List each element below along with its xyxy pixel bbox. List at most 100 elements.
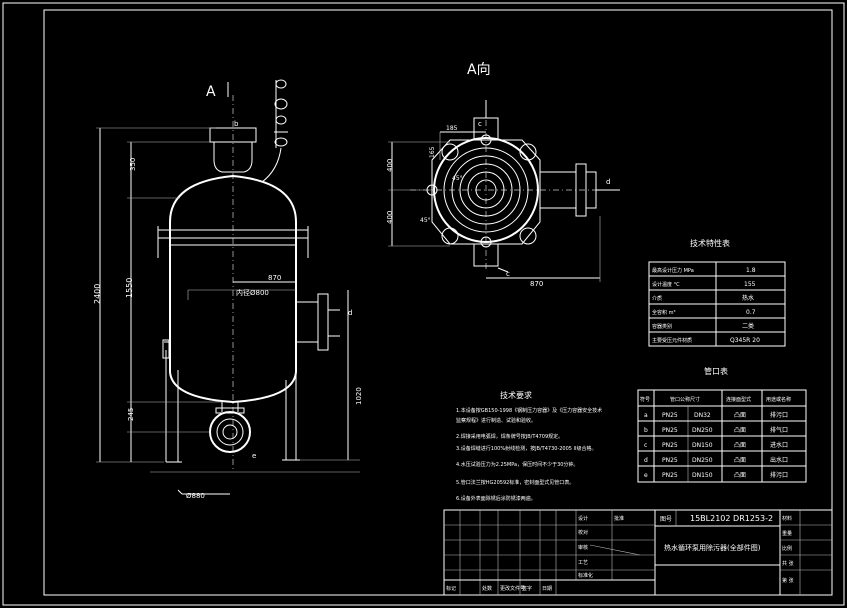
design-row-label: 容器类别 [652,323,672,330]
nozzle-mark-d: d [348,309,352,317]
section-label: A [206,84,216,100]
plan-dim-width: 870 [530,280,543,288]
vessel-side-view [96,79,360,495]
direction-label: A向 [467,62,491,78]
dim-total-height: 2400 [93,284,102,304]
revision-cell: 处数 [482,585,492,592]
nozzle-row: a PN25 DN32 凸面 排污口 [644,411,788,419]
nozzle-header: 连接面型式 [726,396,751,403]
drawing-no-label: 图号 [660,516,672,523]
dim-inner-diameter: 内径Ø800 [236,288,269,297]
design-row-label: 介质 [652,295,662,302]
nozzle-header: 用途或名称 [766,396,791,403]
design-row-value: 二类 [742,322,754,330]
signoff-cell: 审核 [578,544,588,551]
nozzle-table [637,389,807,483]
nozzle-row: c PN25 DN150 凸面 进水口 [644,441,788,449]
nozzle-cell: d [644,457,648,464]
plan-view [388,100,620,282]
info-cell: 材料 [782,515,792,522]
design-table-title: 技术特性表 [690,238,730,248]
dim-shell: 1550 [125,278,134,298]
nozzle-cell: 出水口 [770,456,788,464]
info-cell: 比例 [782,545,792,552]
nozzle-row: e PN25 DN150 凸面 排污口 [644,471,788,479]
nozzle-cell: 凸面 [734,442,746,449]
nozzle-cell: PN25 [662,427,678,434]
tech-req-item: 监察规程》进行制造、试验和验收。 [456,417,536,424]
plan-mark-c2: c [506,270,510,278]
tech-req-item: 5.管口法兰按HG20592标准，密封面型式见管口表。 [456,479,574,486]
plan-mark-c: c [478,120,482,128]
design-row-label: 主要受压元件材质 [652,337,692,344]
title-block [443,509,833,596]
nozzle-cell: 凸面 [734,412,746,419]
nozzle-cell: PN25 [662,472,678,479]
nozzle-cell: 排污口 [770,471,788,479]
signoff-cell: 标准化 [578,572,593,579]
nozzle-cell: 凸面 [734,457,746,464]
tech-req-title: 技术要求 [500,390,532,400]
nozzle-row: d PN25 DN250 凸面 出水口 [644,456,788,464]
nozzle-cell: DN32 [694,412,711,419]
tech-req-item: 1.本设备按GB150-1998《钢制压力容器》及《压力容器安全技术 [456,407,602,414]
dim-half-width: 870 [268,274,281,282]
design-row-value: Q345R 20 [730,337,760,344]
nozzle-cell: 凸面 [734,427,746,434]
dim-top-neck: 350 [129,158,137,171]
tech-req-item: 2.焊接采用电弧焊，焊条牌号按JB/T4709规定。 [456,433,563,440]
nozzle-table-title: 管口表 [704,366,728,376]
nozzle-cell: PN25 [662,457,678,464]
nozzle-cell: PN25 [662,412,678,419]
plan-angle-a: 45° [452,175,463,182]
signoff-cell: 校对 [578,529,588,536]
nozzle-header: 管口公称尺寸 [670,396,700,403]
plan-dim-185: 185 [446,125,458,132]
nozzle-cell: b [644,427,648,434]
signoff-cell: 设计 [578,515,588,522]
nozzle-mark-e: e [252,452,256,460]
tech-req-item: 6.设备外表面除锈后涂防锈漆两遍。 [456,495,536,502]
nozzle-header: 符号 [640,396,650,403]
plan-dim-upper: 400 [386,159,394,172]
nozzle-cell: 排气口 [770,426,788,434]
design-row-label: 设计温度 °C [652,281,680,288]
design-table [648,261,786,347]
dim-bottom: 245 [127,408,135,421]
nozzle-cell: PN25 [662,442,678,449]
nozzle-cell: c [644,442,647,449]
signoff-cell: 批准 [614,515,624,522]
info-cell: 第 张 [782,577,794,584]
plan-dim-lower: 400 [386,211,394,224]
drawing-title: 热水循环泵用除污器(全部件图) [664,543,761,552]
plan-mark-d: d [606,178,610,186]
revision-cell: 更改文件号 [500,585,525,592]
inner-border [43,9,833,596]
nozzle-cell: a [644,412,648,419]
nozzle-cell: e [644,472,648,479]
nozzle-cell: 进水口 [770,441,788,449]
nozzle-mark-b: b [234,120,239,128]
info-cell: 重量 [782,530,792,537]
signoff-cell: 工艺 [578,560,588,566]
tech-req-item: 3.设备焊缝进行100%射线检测，按JB/T4730-2005 II级合格。 [456,445,597,452]
design-row-value: 0.7 [746,309,756,316]
nozzle-row: b PN25 DN250 凸面 排气口 [644,426,788,434]
dim-foot-circle: Ø880 [186,492,205,500]
design-row-value: 155 [744,281,756,288]
design-row-label: 最高设计压力 MPa [652,267,694,274]
nozzle-cell: 凸面 [734,472,746,479]
nozzle-cell: DN150 [692,442,713,449]
nozzle-cell: DN250 [692,457,713,464]
revision-cell: 标记 [446,585,456,592]
nozzle-cell: 排污口 [770,411,788,419]
nozzle-cell: DN150 [692,472,713,479]
revision-cell: 日期 [542,586,552,592]
tech-req-item: 4.水压试验压力为2.25MPa，保压时间不少于30分钟。 [456,461,578,468]
revision-cell: 签字 [522,585,532,592]
dim-outlet-height: 1020 [355,387,363,405]
info-cell: 共 张 [782,560,794,567]
design-row-value: 热水 [742,294,754,302]
